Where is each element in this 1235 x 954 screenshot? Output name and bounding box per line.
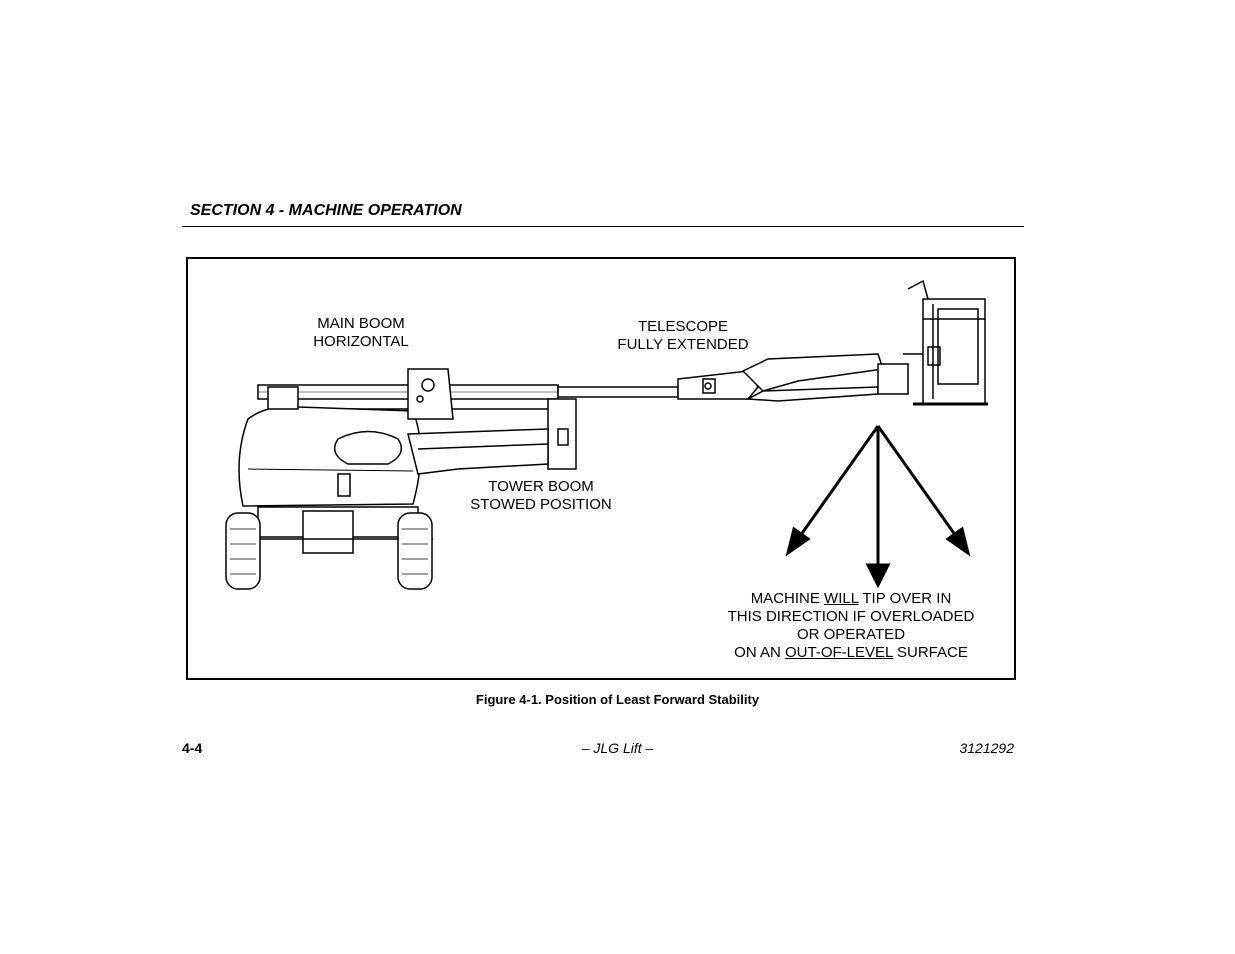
tower-boom xyxy=(407,428,549,475)
header-rule xyxy=(182,226,1024,227)
document-number: 3121292 xyxy=(959,740,1014,756)
tip-direction-arrows xyxy=(785,425,971,589)
figure-caption: Figure 4-1. Position of Least Forward St… xyxy=(475,692,760,707)
telescope-label: TELESCOPE FULLY EXTENDED xyxy=(617,318,749,353)
rear-wheel xyxy=(225,512,261,590)
chassis xyxy=(248,506,433,554)
telescope-section xyxy=(557,386,679,398)
figure-frame: MAIN BOOM HORIZONTAL TELESCOPE FULLY EXT… xyxy=(186,257,1016,680)
jib-assembly xyxy=(677,370,759,400)
page-number: 4-4 xyxy=(182,740,203,756)
section-title: SECTION 4 - MACHINE OPERATION xyxy=(190,202,462,219)
main-boom-label: MAIN BOOM HORIZONTAL xyxy=(313,315,409,350)
front-wheel xyxy=(397,512,433,590)
boom-lift-illustration xyxy=(225,279,988,590)
tip-over-warning: MACHINE WILL TIP OVER IN THIS DIRECTION … xyxy=(727,590,975,661)
platform-basket xyxy=(903,279,988,406)
tower-boom-label: TOWER BOOM STOWED POSITION xyxy=(470,478,612,513)
footer-publisher: – JLG Lift – xyxy=(581,740,654,756)
